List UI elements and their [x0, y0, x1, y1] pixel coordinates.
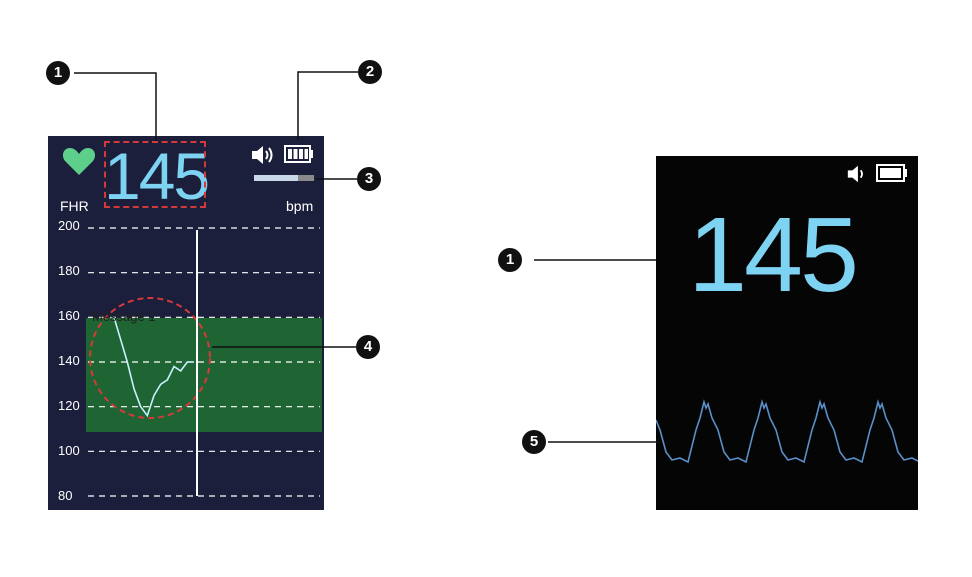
- time-cursor-line: [196, 230, 198, 496]
- callout-marker: 2: [358, 60, 382, 84]
- y-tick-label: 160: [58, 308, 80, 323]
- callout-marker: 4: [356, 335, 380, 359]
- message-overlay-text: Message 1: [92, 309, 156, 324]
- callout-marker: 3: [357, 167, 381, 191]
- unit-label: bpm: [286, 198, 314, 214]
- normal-range-band: [86, 318, 322, 432]
- y-tick-label: 200: [58, 218, 80, 233]
- callout-marker: 1: [498, 248, 522, 272]
- heart-rate-highlight-box: [104, 141, 206, 208]
- heart-rate-value-large: 145: [688, 196, 859, 314]
- callout-marker: 5: [522, 430, 546, 454]
- signal-quality-bar: [254, 175, 314, 181]
- speaker-icon: [847, 165, 863, 183]
- y-tick-label: 100: [58, 443, 80, 458]
- y-tick-label: 180: [58, 263, 80, 278]
- callout-marker: 1: [46, 61, 70, 85]
- waveform-screen: [656, 156, 918, 510]
- heart-icon: [62, 148, 96, 175]
- y-tick-label: 120: [58, 398, 80, 413]
- battery-icon: [876, 164, 907, 182]
- speaker-icon: [252, 146, 273, 164]
- battery-icon: [284, 145, 313, 163]
- doppler-waveform: [656, 399, 918, 464]
- y-tick-label: 140: [58, 353, 80, 368]
- y-tick-label: 80: [58, 488, 73, 503]
- fhr-label: FHR: [60, 198, 89, 214]
- heart-rate-value: 145: [104, 139, 210, 213]
